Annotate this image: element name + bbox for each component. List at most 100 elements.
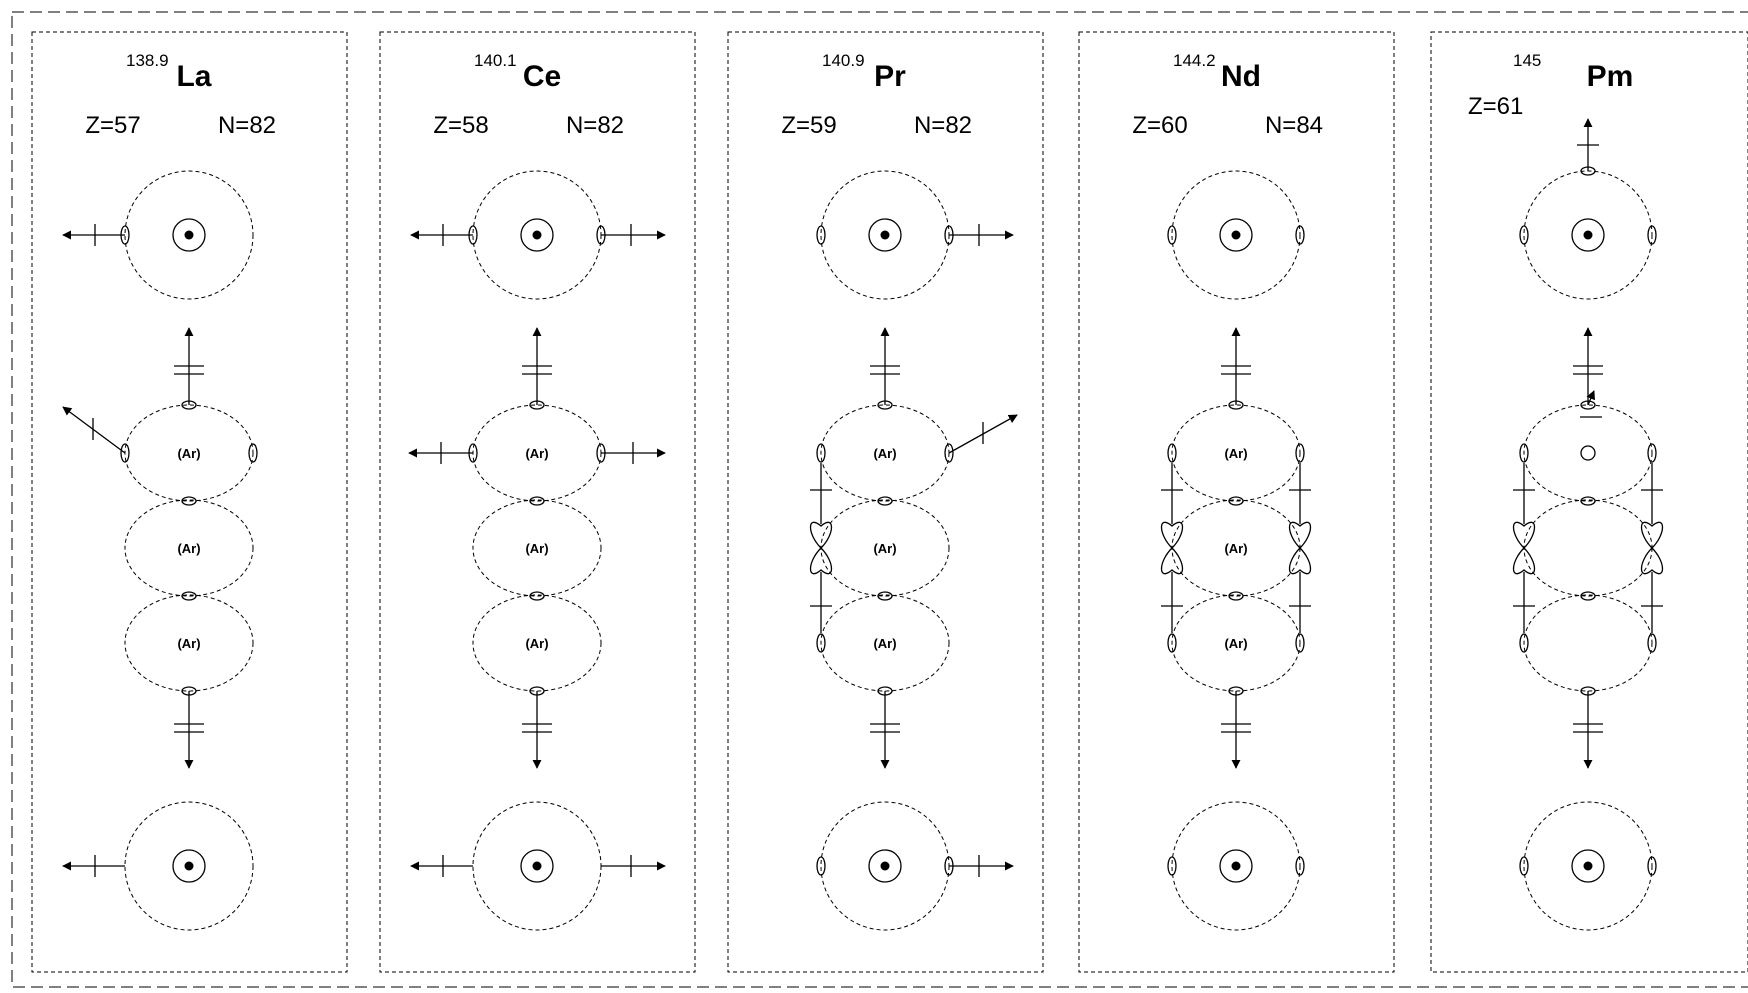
proton-count: Z=59 [781,112,836,139]
middle-right-ellipse [248,443,258,463]
neutron-count: N=82 [566,112,624,139]
core-shell-2 [1523,499,1653,597]
neutron-count: N=82 [218,112,276,139]
figure-eight-link [1160,521,1184,575]
junction-ellipse [529,400,545,410]
top-nucleus [868,218,902,252]
core-label: (Ar) [177,446,200,461]
top-right-ellipse [1647,225,1657,245]
bottom-nucleus-core [1583,861,1593,871]
middle-right-ellipse [944,443,954,463]
core-label: (Ar) [177,541,200,556]
junction-ellipse [1228,591,1244,601]
bottom-right-ellipse [1295,856,1305,876]
mass-number: 138.9 [126,51,169,70]
middle-left-ellipse [1167,443,1177,463]
top-nucleus [1219,218,1253,252]
element-symbol: Pr [874,60,906,93]
top-nucleus [172,218,206,252]
mid-left-diag-arrow [62,406,126,454]
top-nucleus-core [532,230,542,240]
bottom-shell [1523,801,1653,931]
proton-count: Z=58 [433,112,488,139]
bottom-shell [124,801,254,931]
core-shell-1 [1523,404,1653,502]
core-label: (Ar) [1224,446,1247,461]
panel-frame [379,31,696,973]
mass-number: 140.1 [474,51,517,70]
core-shell-2 [124,499,254,597]
bottom-right-ellipse [1647,856,1657,876]
core-label: (Ar) [525,446,548,461]
junction-ellipse [529,496,545,506]
top-left-ellipse [816,225,826,245]
proton-count: Z=60 [1132,112,1187,139]
lower-side-ellipse [1295,633,1305,653]
junction-ellipse [1580,400,1596,410]
junction-ellipse [877,591,893,601]
core-label: (Ar) [873,541,896,556]
junction-ellipse [181,591,197,601]
junction-ellipse [1580,591,1596,601]
top-nucleus-core [1583,230,1593,240]
top-right-ellipse [1295,225,1305,245]
bottom-nucleus [1219,849,1253,883]
bottom-nucleus-core [184,861,194,871]
core-label: (Ar) [177,636,200,651]
junction-ellipse [529,591,545,601]
core-label: (Ar) [873,446,896,461]
panel-frame [727,31,1044,973]
core-label: (Ar) [525,541,548,556]
middle-left-ellipse [816,443,826,463]
core-shell-3 [124,594,254,692]
middle-left-ellipse [120,443,130,463]
top-nucleus [520,218,554,252]
core-shell-3 [1523,594,1653,692]
mass-number: 144.2 [1173,51,1216,70]
top-nucleus-core [184,230,194,240]
bottom-nucleus-core [532,861,542,871]
bottom-nucleus [172,849,206,883]
core-shell-3 [820,594,950,692]
element-symbol: La [176,60,211,93]
element-symbol: Pm [1587,60,1634,93]
top-nucleus-core [880,230,890,240]
junction-ellipse [1580,496,1596,506]
middle-right-ellipse [1295,443,1305,463]
top-nucleus-core [1231,230,1241,240]
bottom-shell [1171,801,1301,931]
bottom-left-ellipse [816,856,826,876]
junction-ellipse [1228,496,1244,506]
element-symbol: Nd [1221,60,1261,93]
figure-eight-link [1640,521,1664,575]
core-shell-1 [1171,404,1301,502]
junction-ellipse [877,496,893,506]
proton-count: Z=57 [85,112,140,139]
bottom-left-ellipse [1167,856,1177,876]
neutron-count: N=84 [1265,112,1323,139]
top-left-ellipse [1167,225,1177,245]
lower-side-ellipse [1167,633,1177,653]
figure-eight-link [1512,521,1536,575]
figure-eight-link [1288,521,1312,575]
core-shell-3 [1171,594,1301,692]
neutron-count: N=82 [914,112,972,139]
lower-side-ellipse [1519,633,1529,653]
bottom-nucleus-core [880,861,890,871]
bottom-left-ellipse [1519,856,1529,876]
core-label: (Ar) [525,636,548,651]
outer-frame [11,11,1748,988]
bottom-nucleus [1571,849,1605,883]
mass-number: 145 [1513,51,1541,70]
bottom-nucleus-core [1231,861,1241,871]
top-left-ellipse [1519,225,1529,245]
top-nucleus [1571,218,1605,252]
core-label: (Ar) [1224,636,1247,651]
panel-frame [1430,31,1748,973]
panel-frame [31,31,348,973]
